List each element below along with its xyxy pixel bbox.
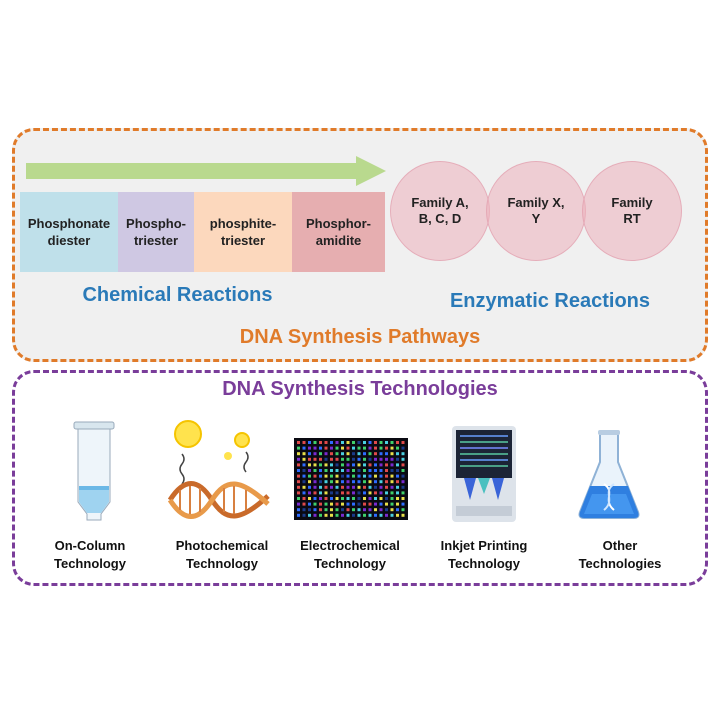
circle-family-rt: Family RT xyxy=(582,161,682,261)
block-phosphoramidite: Phosphor-amidite xyxy=(292,192,385,272)
block-phosphonate-diester: Phosphonate diester xyxy=(20,192,118,272)
pathways-title: DNA Synthesis Pathways xyxy=(239,326,481,348)
inkjet-printhead-icon xyxy=(452,426,516,522)
chemical-reactions-label: Chemical Reactions xyxy=(82,284,273,306)
block-phosphite-triester: phosphite-triester xyxy=(194,192,292,272)
light-dna-helix-icon xyxy=(168,420,270,519)
circle-family-x-y: Family X, Y xyxy=(486,161,586,261)
microarray-chip-icon xyxy=(294,438,408,520)
circle-family-a-b-c-d: Family A, B, C, D xyxy=(390,161,490,261)
block-phosphotriester: Phospho-triester xyxy=(118,192,194,272)
arrow-right-icon xyxy=(26,156,386,186)
technologies-title: DNA Synthesis Technologies xyxy=(222,378,498,400)
flask-dna-icon xyxy=(578,430,640,519)
enzymatic-reactions-label: Enzymatic Reactions xyxy=(449,290,651,312)
spin-column-icon xyxy=(73,421,115,521)
